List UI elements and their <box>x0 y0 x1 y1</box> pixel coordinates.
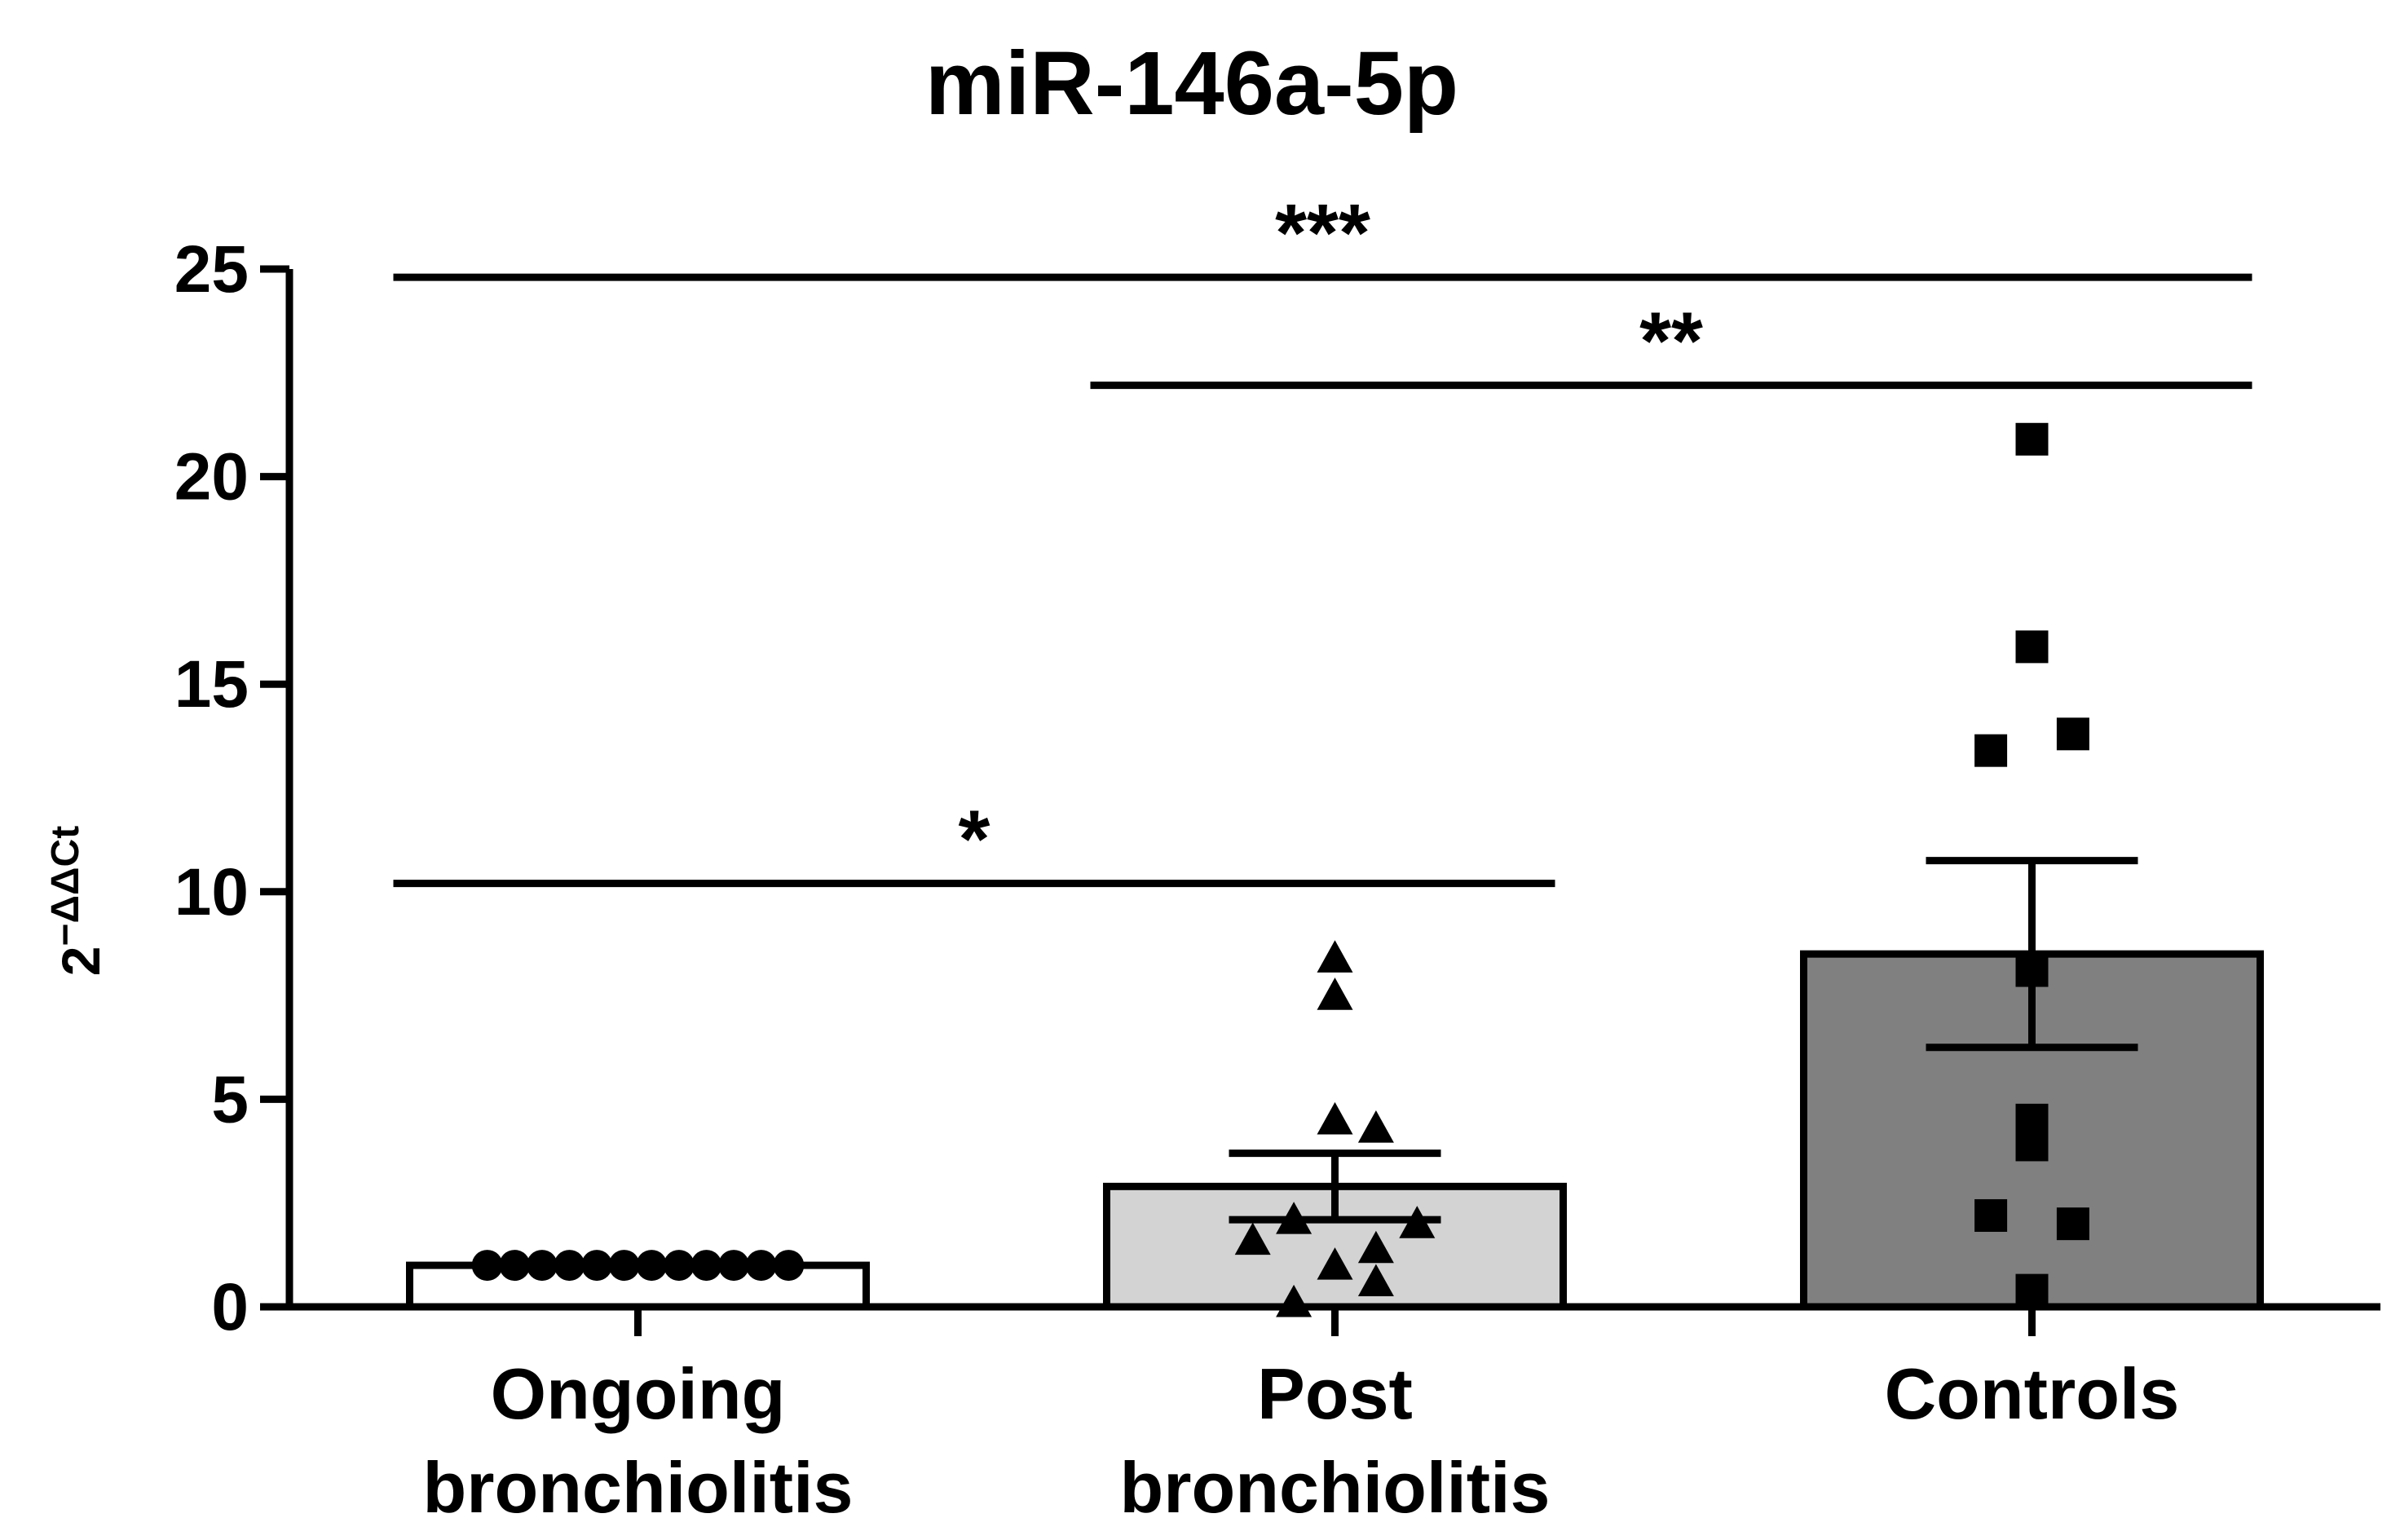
point-2-1 <box>2015 630 2049 664</box>
points-layer <box>471 422 2089 1317</box>
y-axis-label-exponent: −ΔΔCt <box>44 826 87 947</box>
point-0-4 <box>581 1250 613 1282</box>
point-1-0 <box>1317 940 1353 973</box>
point-1-1 <box>1317 977 1353 1010</box>
y-axis-label: 2−ΔΔCt <box>44 826 111 976</box>
point-0-11 <box>773 1250 805 1282</box>
point-0-10 <box>745 1250 777 1282</box>
significance-label-2: * <box>959 794 990 885</box>
y-tick-label-25: 25 <box>174 232 249 307</box>
error-bars-layer <box>1229 857 2138 1224</box>
point-2-8 <box>2056 1207 2089 1241</box>
point-2-9 <box>2015 1273 2049 1307</box>
y-tick-label-15: 15 <box>174 647 249 721</box>
point-0-3 <box>554 1250 585 1282</box>
significance-label-0: *** <box>1275 188 1370 279</box>
point-0-2 <box>526 1250 558 1282</box>
x-tick-label-1: Post <box>1257 1353 1413 1434</box>
point-2-6 <box>2015 1128 2049 1162</box>
y-tick-label-5: 5 <box>211 1062 249 1136</box>
significance-label-1: ** <box>1639 296 1703 387</box>
point-1-7 <box>1357 1230 1394 1264</box>
point-1-6 <box>1234 1222 1271 1255</box>
x-tick-label-0: Ongoing <box>491 1353 786 1434</box>
point-0-8 <box>690 1250 722 1282</box>
point-1-2 <box>1317 1101 1353 1135</box>
point-0-7 <box>663 1250 695 1282</box>
x-tick-label-2: Controls <box>1885 1353 2180 1434</box>
y-tick-label-20: 20 <box>174 440 249 514</box>
point-1-3 <box>1357 1110 1394 1143</box>
x-tick-label-1-line2: bronchiolitis <box>1120 1447 1551 1528</box>
point-0-1 <box>499 1250 531 1282</box>
point-2-2 <box>2056 717 2089 751</box>
y-axis-label-base: 2 <box>51 946 111 976</box>
y-tick-label-10: 10 <box>174 855 249 929</box>
point-1-9 <box>1357 1264 1394 1297</box>
point-2-3 <box>1974 734 2008 767</box>
y-tick-label-0: 0 <box>211 1270 249 1344</box>
point-2-0 <box>2015 422 2049 456</box>
chart-title: miR-146a-5p <box>925 33 1458 134</box>
point-0-6 <box>636 1250 668 1282</box>
point-0-5 <box>608 1250 640 1282</box>
point-0-9 <box>718 1250 750 1282</box>
point-2-7 <box>1974 1198 2008 1232</box>
point-1-8 <box>1317 1247 1353 1280</box>
significance-layer: ****** <box>393 188 2252 888</box>
x-tick-label-0-line2: bronchiolitis <box>423 1447 854 1528</box>
point-0-0 <box>471 1250 503 1282</box>
